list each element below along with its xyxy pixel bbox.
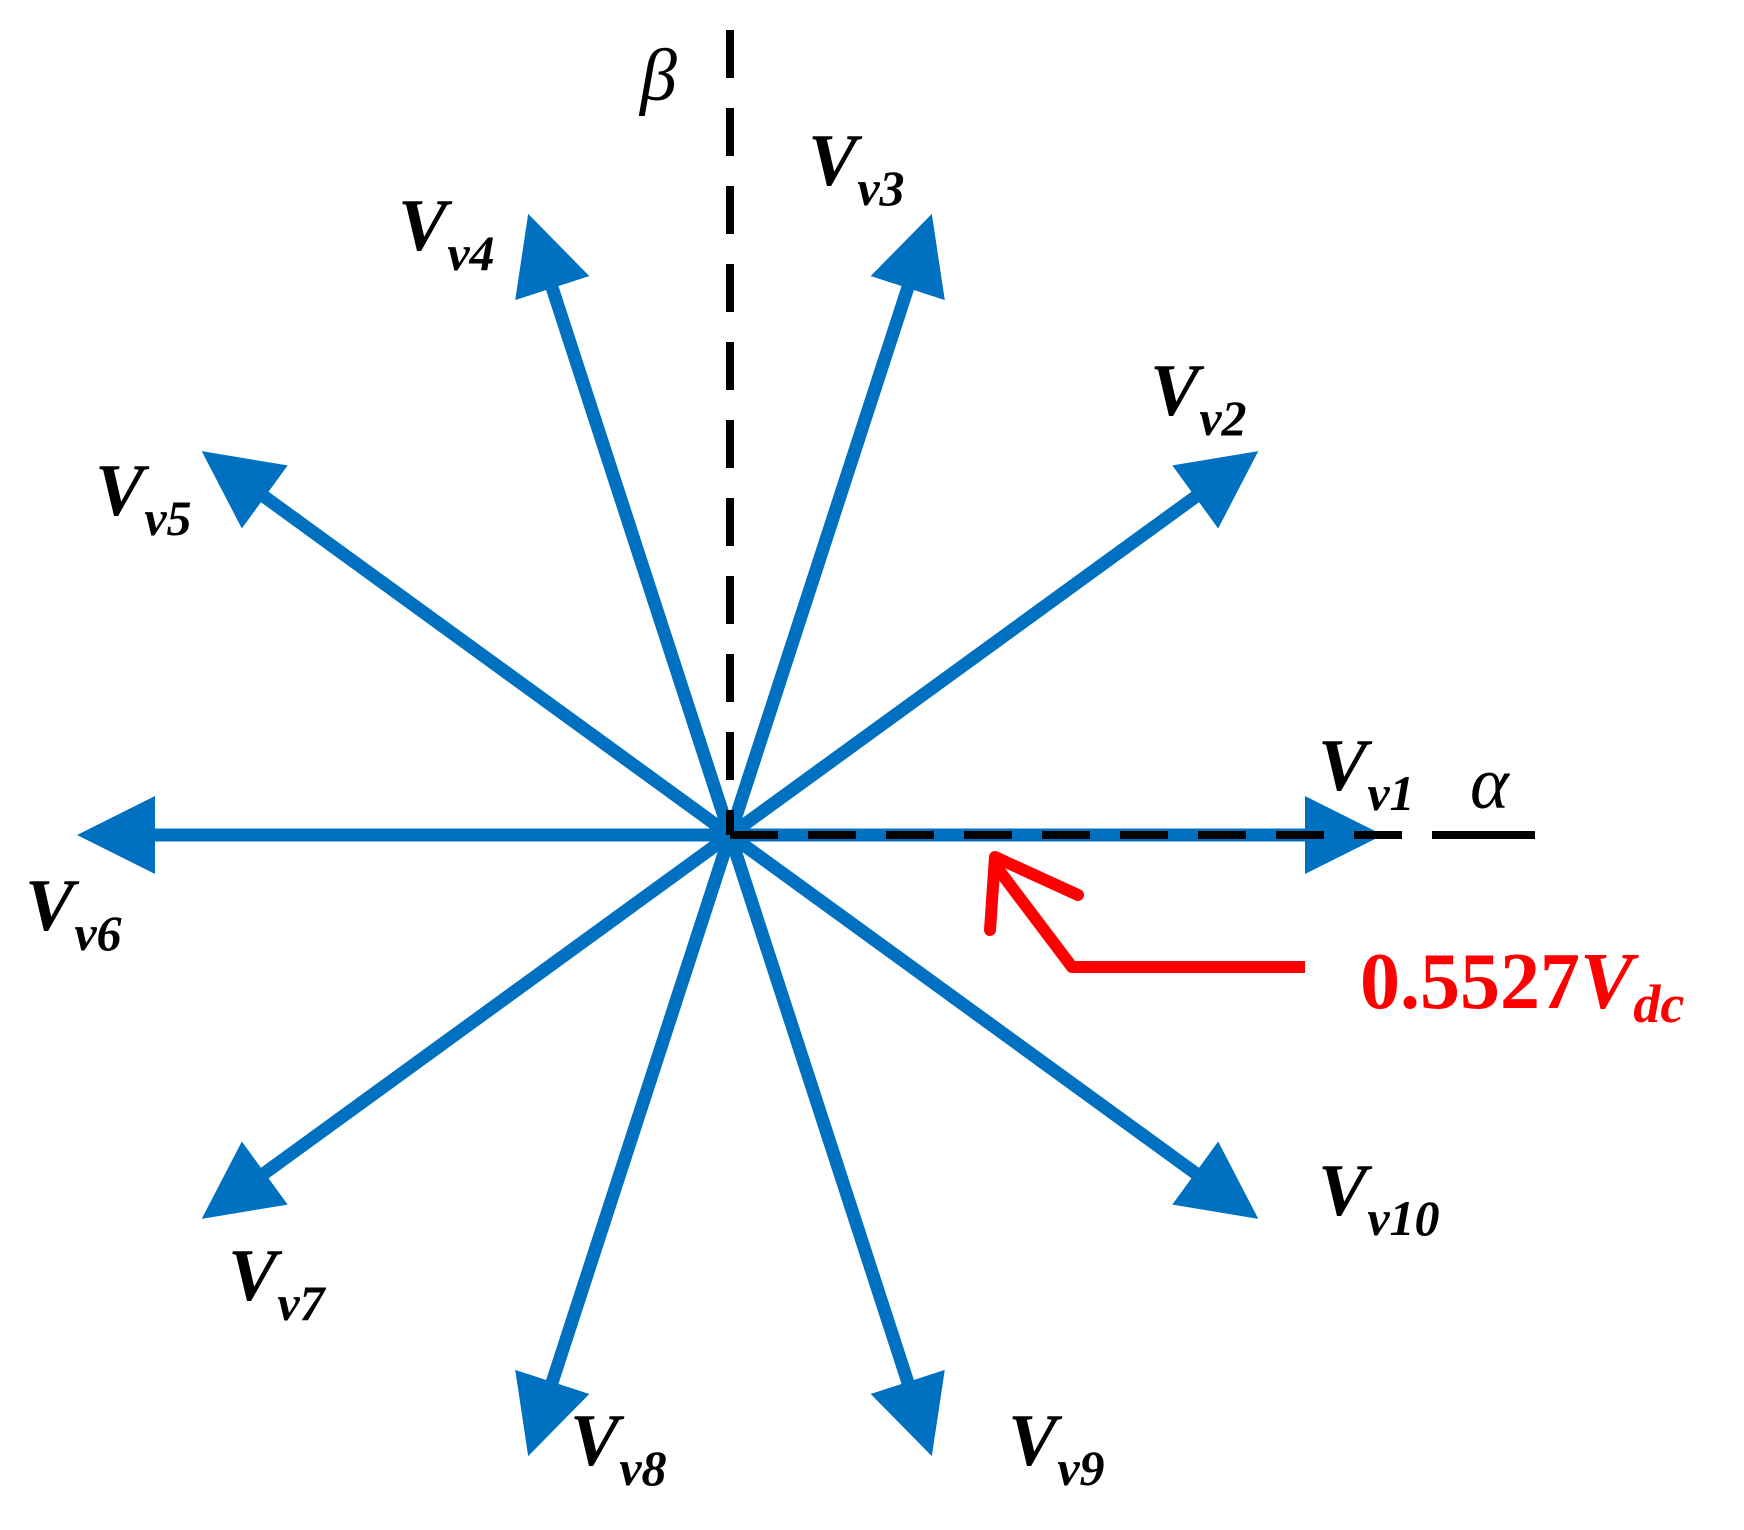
vector-arrow-v2 [726, 451, 1259, 841]
vector-label-v1: Vv1 [1318, 725, 1415, 821]
vector-label-subscript: v6 [74, 905, 121, 961]
vector-label-subscript: v1 [1367, 765, 1414, 821]
vector-label-subscript: v4 [447, 225, 494, 281]
magnitude-label: 0.5527Vdc [1360, 938, 1684, 1034]
vector-label-main: V [25, 865, 80, 947]
magnitude-annotation: 0.5527Vdc [984, 851, 1684, 1034]
vector-label-v4: Vv4 [398, 185, 495, 281]
vector-label-v6: Vv6 [25, 865, 122, 961]
vector-arrow-v4 [515, 213, 737, 838]
vector-label-v5: Vv5 [95, 450, 192, 546]
voltage-vectors [77, 213, 1383, 1457]
alpha-axis-label: α [1470, 743, 1511, 825]
vector-label-main: V [95, 450, 150, 532]
vector-label-main: V [1318, 725, 1373, 807]
vector-arrow-v7 [201, 829, 734, 1219]
magnitude-subscript: dc [1633, 974, 1684, 1034]
vector-label-subscript: v10 [1367, 1190, 1439, 1246]
vector-arrow-v9 [723, 832, 945, 1457]
vector-label-v3: Vv3 [808, 120, 905, 216]
vector-label-main: V [398, 185, 453, 267]
vector-label-subscript: v8 [619, 1440, 666, 1496]
vector-label-main: V [1318, 1150, 1373, 1232]
vector-label-v9: Vv9 [1008, 1400, 1105, 1496]
vector-label-main: V [1008, 1400, 1063, 1482]
vector-arrow-v10 [726, 829, 1259, 1219]
vector-arrow-v3 [723, 213, 945, 838]
vector-label-main: V [808, 120, 863, 202]
vector-label-main: V [228, 1235, 283, 1317]
magnitude-symbol: V [1580, 938, 1639, 1026]
vector-label-main: V [570, 1400, 625, 1482]
vector-arrow-v5 [201, 451, 734, 841]
vector-label-subscript: v2 [1199, 390, 1246, 446]
vector-label-subscript: v3 [857, 160, 904, 216]
axes: β α [638, 30, 1535, 839]
vector-label-main: V [1150, 350, 1205, 432]
beta-axis-label: β [638, 35, 677, 117]
vector-label-v7: Vv7 [228, 1235, 327, 1331]
vector-label-subscript: v7 [277, 1275, 326, 1331]
vector-arrow-v8 [515, 832, 737, 1457]
vector-label-subscript: v5 [144, 490, 191, 546]
annotation-arrowhead [984, 851, 1084, 936]
vector-label-v2: Vv2 [1150, 350, 1247, 446]
magnitude-value: 0.5527 [1360, 938, 1580, 1026]
vector-label-v8: Vv8 [570, 1400, 667, 1496]
vector-label-subscript: v9 [1057, 1440, 1104, 1496]
vector-label-v10: Vv10 [1318, 1150, 1440, 1246]
